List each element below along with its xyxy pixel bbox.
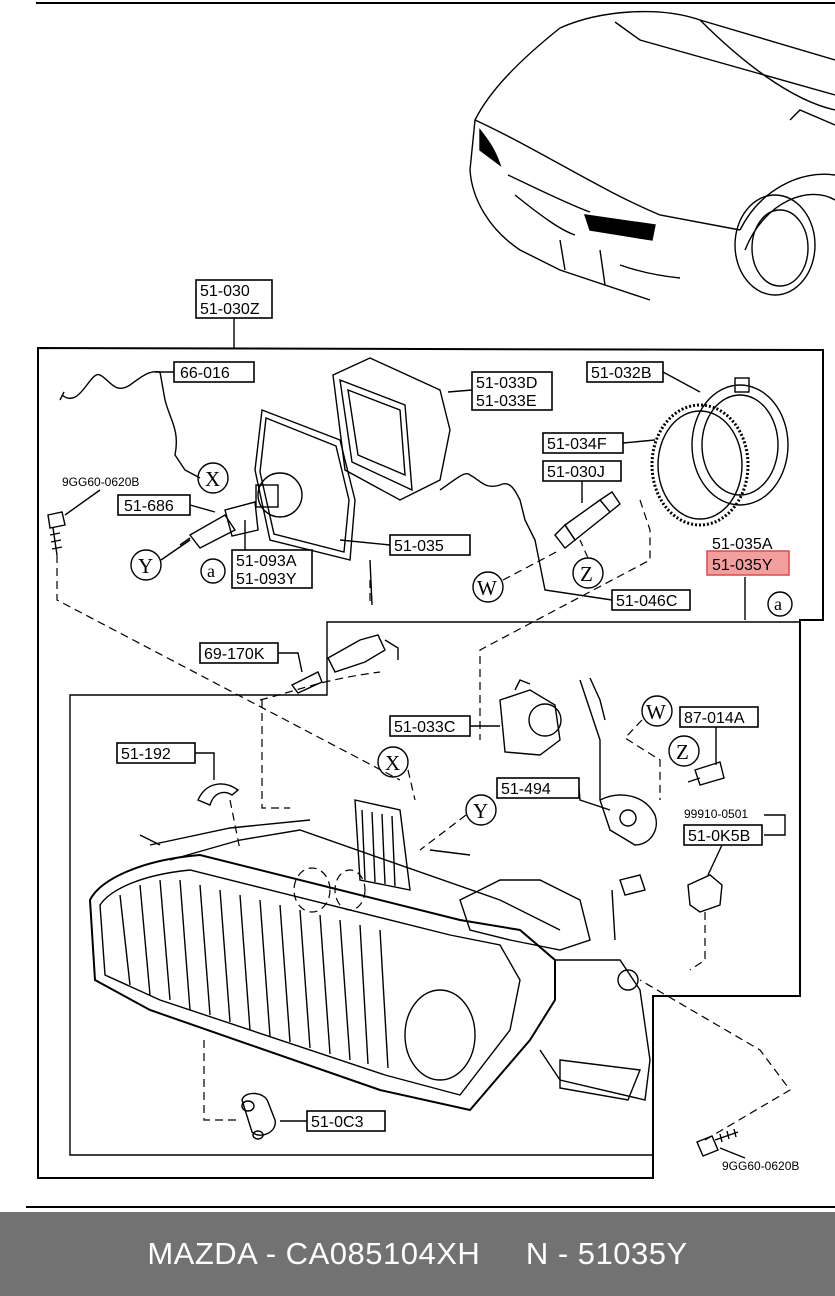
label-51-093A: 51-093A <box>236 553 297 570</box>
svg-text:W: W <box>646 700 666 724</box>
label-51-035: 51-035 <box>394 538 444 555</box>
svg-text:Z: Z <box>580 562 593 586</box>
label-51-033C-group[interactable]: 51-033C <box>389 715 471 737</box>
label-87-014A-group[interactable]: 87-014A <box>679 706 759 728</box>
label-51-030-group[interactable]: 51-030 51-030Z <box>195 279 273 319</box>
label-66-016: 66-016 <box>180 365 230 382</box>
callout-x-middle: X <box>377 746 409 778</box>
label-51-0C3-group[interactable]: 51-0C3 <box>306 1110 386 1132</box>
footer-part-number: MAZDA - CA085104XH N - 51035Y <box>147 1236 688 1271</box>
svg-text:Y: Y <box>473 799 488 823</box>
housing-51-033D <box>332 357 451 501</box>
label-51-033C: 51-033C <box>394 719 455 736</box>
parts-diagram: 51-030 51-030Z 66-016 51-035 51-033D 51-… <box>26 2 835 1208</box>
label-51-030: 51-030 <box>200 283 250 300</box>
svg-text:X: X <box>385 751 400 775</box>
label-51-032B: 51-032B <box>591 365 652 382</box>
headlamp-assembly <box>88 799 651 1112</box>
label-51-035Y: 51-035Y <box>712 557 773 574</box>
label-51-035A: 51-035A <box>712 536 773 553</box>
label-9GG60-0620B-bottom: 9GG60-0620B <box>722 1159 799 1173</box>
label-51-030J-group[interactable]: 51-030J <box>542 460 622 482</box>
label-51-030Z: 51-030Z <box>200 301 260 318</box>
label-51-0K5B: 51-0K5B <box>688 828 750 845</box>
label-51-032B-group[interactable]: 51-032B <box>586 361 664 383</box>
wire-51-046C <box>439 473 613 601</box>
callout-w-bottom: W <box>641 695 673 727</box>
label-51-035A-group[interactable]: 51-035A 51-035Y <box>706 536 790 576</box>
callout-a-left: a <box>200 558 226 584</box>
svg-text:Y: Y <box>138 554 153 578</box>
bulb-51-030J <box>554 491 621 549</box>
label-51-093A-group[interactable]: 51-093A 51-093Y <box>231 549 313 589</box>
callout-a-top <box>767 591 793 617</box>
clip-51-0K5B <box>687 874 723 913</box>
actuator-51-033C <box>499 677 606 800</box>
label-51-192: 51-192 <box>121 746 171 763</box>
label-51-686: 51-686 <box>124 498 174 515</box>
gasket-51-034F <box>650 403 750 527</box>
footer-bar: MAZDA - CA085104XH N - 51035Y <box>0 1212 835 1296</box>
grommet-51-0C3 <box>241 1092 276 1140</box>
callout-x-top: X <box>197 462 229 494</box>
headlight-housing-51-035 <box>254 409 373 606</box>
label-51-093Y: 51-093Y <box>236 571 297 588</box>
label-51-033D-group[interactable]: 51-033D 51-033E <box>471 371 553 411</box>
clip-51-192 <box>197 783 240 806</box>
svg-text:a: a <box>207 561 215 581</box>
label-69-170K: 69-170K <box>204 646 265 663</box>
label-51-192-group[interactable]: 51-192 <box>116 742 196 764</box>
highlight-51-035Y <box>706 550 790 576</box>
label-66-016-group[interactable]: 66-016 <box>173 361 255 383</box>
screw-9GG60-bottom <box>696 1128 739 1157</box>
bulb-51-093A <box>179 501 259 549</box>
callout-z-bottom: Z <box>668 735 700 767</box>
callout-z-top: Z <box>572 557 604 589</box>
lamp-ring-51-032B <box>691 377 789 506</box>
svg-text:W: W <box>477 576 497 600</box>
label-51-0C3: 51-0C3 <box>311 1114 364 1131</box>
label-69-170K-group[interactable]: 69-170K <box>199 642 279 664</box>
nut-87-014A <box>687 761 725 786</box>
label-99910-0501: 99910-0501 <box>684 807 748 821</box>
inner-panel-frame <box>69 621 801 1156</box>
label-51-030J: 51-030J <box>547 464 605 481</box>
label-51-046C: 51-046C <box>616 593 677 610</box>
wire-66-016 <box>59 370 201 479</box>
label-51-034F-group[interactable]: 51-034F <box>542 432 624 454</box>
label-51-0K5B-group[interactable]: 51-0K5B <box>683 824 763 846</box>
bulb-51-494 <box>599 794 657 846</box>
svg-text:a: a <box>774 594 782 614</box>
callout-y-top: Y <box>130 549 162 581</box>
label-87-014A: 87-014A <box>684 710 745 727</box>
label-51-035-group[interactable]: 51-035 <box>389 534 471 556</box>
screw-9GG60-top <box>47 511 66 556</box>
label-51-494: 51-494 <box>501 781 551 798</box>
car-front-illustration <box>469 10 835 301</box>
label-51-046C-group[interactable]: 51-046C <box>611 589 691 611</box>
label-51-686-group[interactable]: 51-686 <box>117 494 191 516</box>
svg-text:X: X <box>205 467 220 491</box>
label-51-034F: 51-034F <box>547 436 607 453</box>
callout-w-top: W <box>472 571 504 603</box>
label-51-033D: 51-033D <box>476 375 537 392</box>
label-51-494-group[interactable]: 51-494 <box>496 777 580 799</box>
label-9GG60-0620B-top: 9GG60-0620B <box>62 475 139 489</box>
callout-y-middle: Y <box>465 794 497 826</box>
svg-text:Z: Z <box>676 740 689 764</box>
bulb-69-170K <box>290 634 399 694</box>
label-51-033E: 51-033E <box>476 393 537 410</box>
